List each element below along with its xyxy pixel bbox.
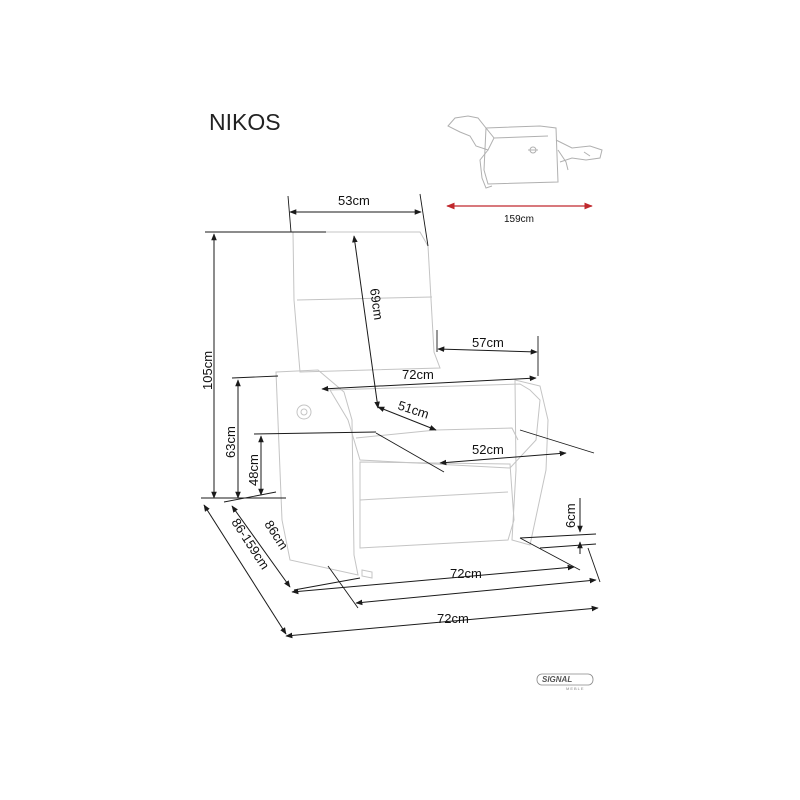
extension-lower-right	[587, 547, 601, 583]
svg-text:MEBLE: MEBLE	[566, 686, 585, 691]
extension-base-left	[293, 577, 361, 591]
label-total-height: 105cm	[200, 351, 215, 390]
dimension-line-backrest-height	[352, 235, 380, 409]
extension-lower-left	[327, 565, 359, 609]
label-depth-front: 57cm	[472, 335, 504, 350]
dimension-line-seat-width	[377, 406, 437, 431]
extension-base-right	[519, 537, 581, 571]
dimension-line-base-width	[291, 564, 575, 595]
dimension-line-depth-front	[437, 346, 538, 355]
extension-53-right	[419, 193, 429, 247]
extension-52-left	[375, 432, 445, 473]
dimension-line-lower-width	[355, 577, 597, 606]
label-top-width: 72cm	[402, 367, 434, 382]
extension-53-left	[287, 195, 292, 233]
label-armrest-height: 63cm	[223, 426, 238, 458]
label-seat-depth: 52cm	[472, 442, 504, 457]
label-side-depth: 86cm	[261, 517, 291, 552]
extension-6-top	[519, 533, 597, 539]
label-bottom-width: 72cm	[437, 611, 469, 626]
extension-86-top	[223, 491, 277, 503]
extension-63-top	[231, 375, 279, 379]
extension-48-top	[253, 431, 377, 435]
dimension-line-seat-depth	[439, 450, 567, 466]
label-seat-height: 48cm	[246, 454, 261, 486]
label-backrest-width: 53cm	[338, 193, 370, 208]
label-leg-height: 6cm	[563, 503, 578, 528]
extension-6-bottom	[539, 543, 597, 549]
dimension-line-depth-range	[203, 504, 287, 635]
label-base-width: 72cm	[450, 566, 482, 581]
dimension-line-top-width	[321, 375, 537, 392]
svg-text:SIGNAL: SIGNAL	[542, 675, 572, 684]
extension-52-right	[519, 429, 595, 454]
label-reclined-length: 159cm	[504, 214, 534, 225]
reclined-chair-thumbnail	[447, 115, 603, 189]
label-seat-width: 51cm	[396, 398, 431, 422]
brand-logo: SIGNAL MEBLE	[536, 673, 594, 691]
dimension-line-bottom-width	[285, 605, 599, 639]
product-title: NIKOS	[209, 109, 281, 135]
label-backrest-height: 69cm	[367, 287, 386, 321]
